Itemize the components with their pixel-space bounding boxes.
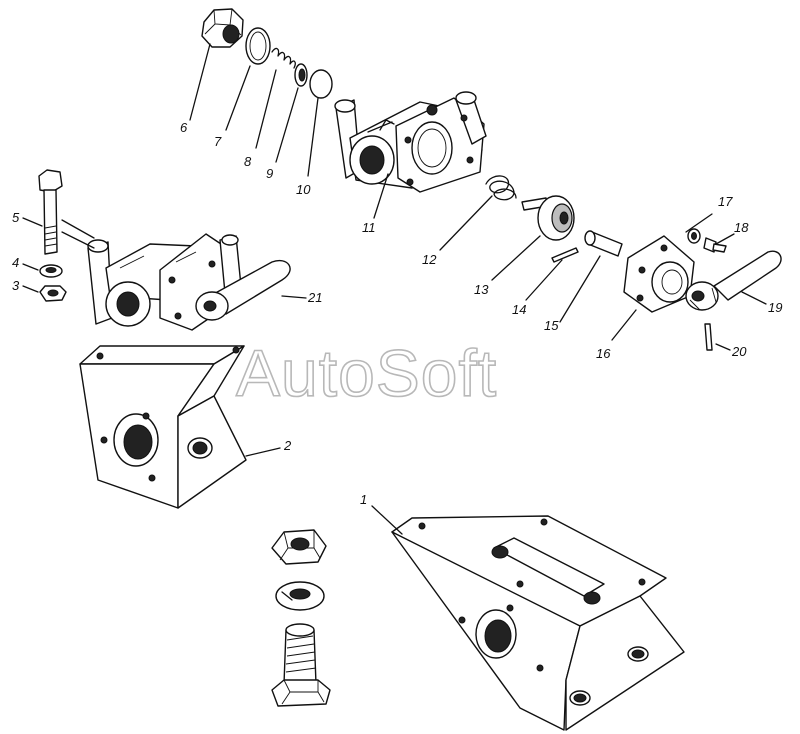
label-8: 8 [244, 154, 252, 169]
label-14: 14 [512, 302, 526, 317]
label-1: 1 [360, 492, 367, 507]
label-21: 21 [307, 290, 322, 305]
hardware-nut [271, 529, 327, 565]
label-10: 10 [296, 182, 311, 197]
part-8-spring [271, 47, 296, 69]
label-19: 19 [768, 300, 782, 315]
label-15: 15 [544, 318, 559, 333]
label-12: 12 [422, 252, 437, 267]
part-5-bolt [38, 169, 63, 255]
part-1-large-bracket [391, 515, 685, 731]
part-19-lever-handle [685, 250, 782, 311]
part-10-disc [309, 69, 333, 99]
part-15-axle-pin [584, 230, 623, 257]
label-3: 3 [12, 278, 20, 293]
label-5: 5 [12, 210, 20, 225]
label-20: 20 [731, 344, 747, 359]
part-2-small-bracket [79, 345, 247, 509]
label-11: 11 [362, 220, 376, 235]
label-7: 7 [214, 134, 222, 149]
callout-labels: 6 7 8 9 10 11 12 13 14 15 16 17 18 19 20… [12, 120, 782, 507]
part-3-nut [39, 285, 67, 302]
leader-lines [22, 43, 767, 535]
watermark-text: AutoSoft [236, 336, 497, 410]
hardware-bolt [271, 623, 331, 707]
part-20-cotter-pin [704, 323, 713, 351]
part-7-ring [245, 27, 271, 65]
label-18: 18 [734, 220, 749, 235]
label-16: 16 [596, 346, 611, 361]
hardware-lock-washer [275, 581, 325, 611]
part-9-washer [294, 63, 308, 87]
part-13-shaft-disc [521, 195, 575, 241]
part-6-plug [201, 8, 244, 48]
label-6: 6 [180, 120, 188, 135]
part-4-washer [39, 264, 63, 278]
label-4: 4 [12, 255, 19, 270]
part-11-valve-body [334, 91, 487, 193]
label-9: 9 [266, 166, 273, 181]
label-13: 13 [474, 282, 489, 297]
part-17-snap-ring [687, 228, 701, 244]
part-16-flange-cover [623, 235, 695, 313]
part-21-valve-assembly [87, 233, 291, 331]
part-18-screw [703, 237, 727, 253]
part-12-spring [485, 175, 517, 201]
label-2: 2 [283, 438, 292, 453]
part-14-pin [551, 247, 579, 263]
label-17: 17 [718, 194, 733, 209]
